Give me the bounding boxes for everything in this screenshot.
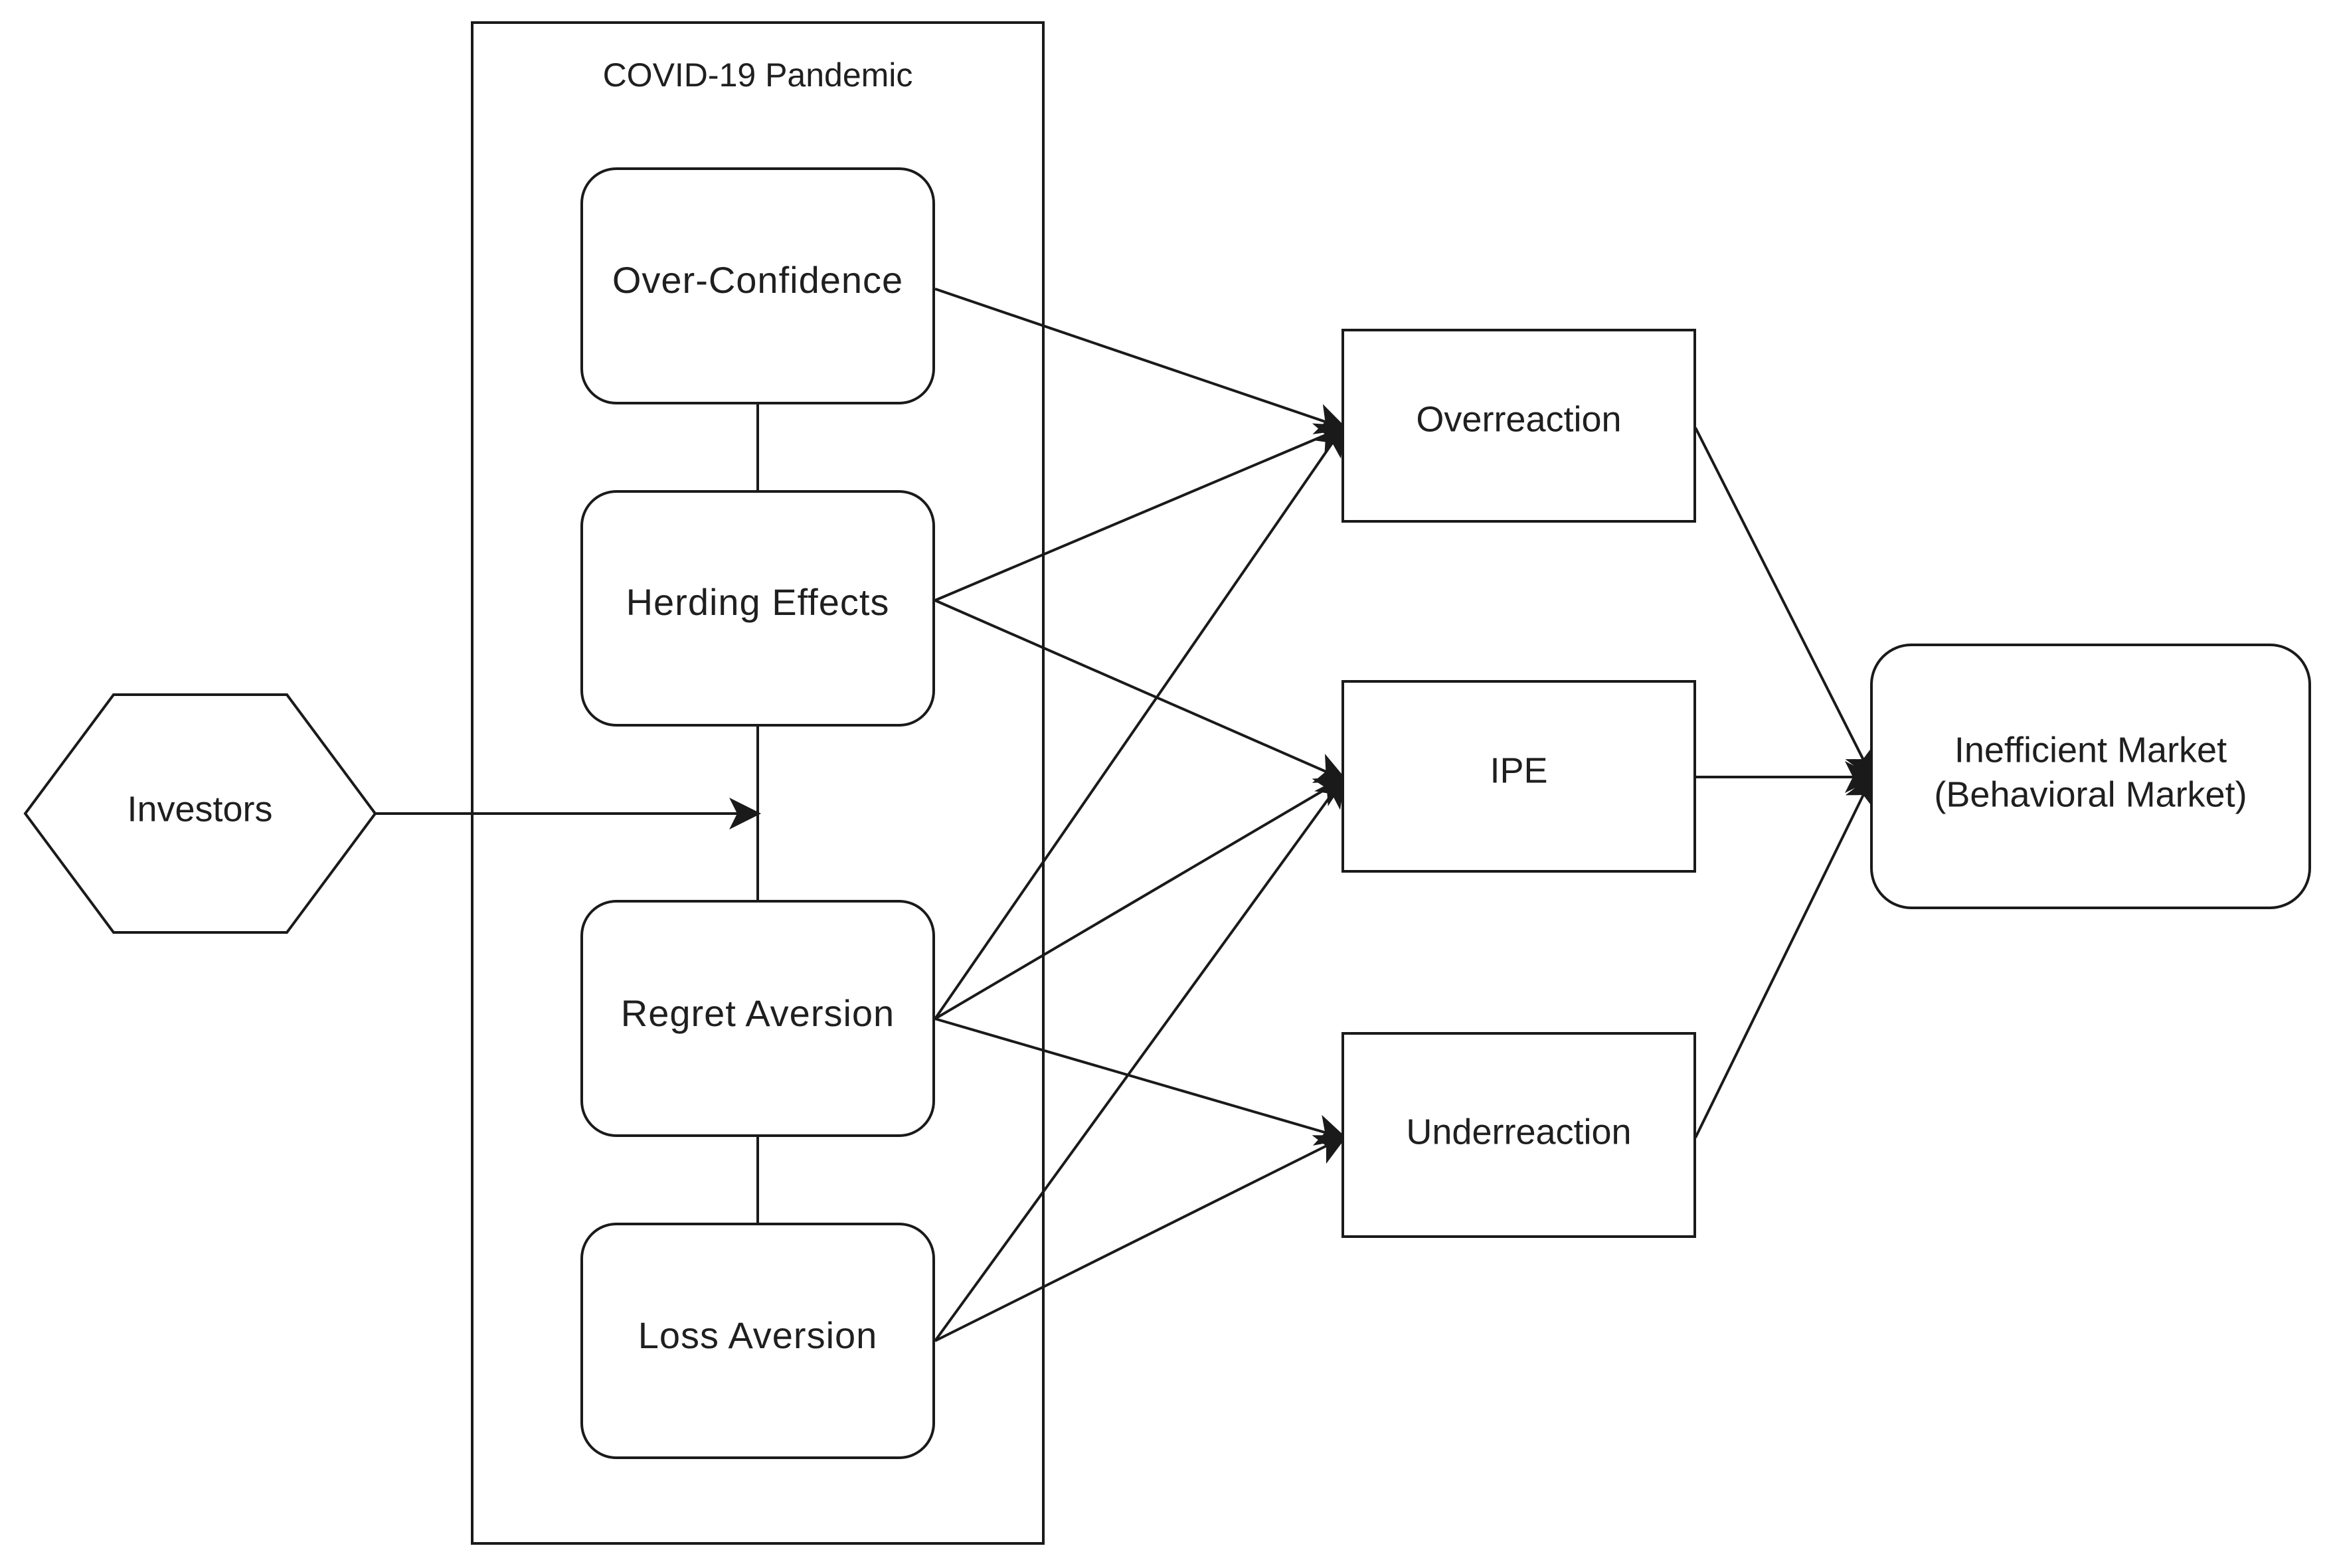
edge-regret-to-underreaction xyxy=(934,1017,1348,1146)
reaction-to-market-edges xyxy=(1694,427,1877,1138)
underreaction-label: Underreaction xyxy=(1406,1112,1631,1152)
regret-aversion-label: Regret Aversion xyxy=(621,992,895,1034)
ipe-node: IPE xyxy=(1341,680,1696,873)
edge-regret-to-overreaction xyxy=(934,423,1346,1020)
ipe-label: IPE xyxy=(1490,750,1547,790)
inefficient-market-label-line1: Inefficient Market xyxy=(1954,730,2227,770)
overreaction-node: Overreaction xyxy=(1341,329,1696,523)
regret-aversion-node: Regret Aversion xyxy=(580,900,935,1137)
herding-effects-label: Herding Effects xyxy=(626,581,890,623)
loss-aversion-label: Loss Aversion xyxy=(638,1314,878,1356)
edge-loss-to-underreaction xyxy=(934,1135,1348,1342)
covid-pandemic-label: COVID-19 Pandemic xyxy=(603,56,913,94)
herding-effects-node: Herding Effects xyxy=(580,490,935,727)
edge-loss-to-ipe xyxy=(934,774,1346,1342)
loss-aversion-node: Loss Aversion xyxy=(580,1223,935,1459)
edge-herding-to-overreaction xyxy=(934,423,1348,602)
investors-node: Investors xyxy=(23,693,377,934)
edge-herding-to-ipe xyxy=(934,599,1348,783)
edge-overconfidence-to-overreaction xyxy=(934,288,1348,434)
underreaction-node: Underreaction xyxy=(1341,1032,1696,1238)
edge-regret-to-ipe xyxy=(934,776,1347,1020)
overreaction-label: Overreaction xyxy=(1416,399,1621,439)
inefficient-market-label-line2: (Behavioral Market) xyxy=(1934,774,2247,814)
over-confidence-node: Over-Confidence xyxy=(580,167,935,404)
over-confidence-label: Over-Confidence xyxy=(612,259,903,301)
edge-overreaction-to-market xyxy=(1694,427,1874,781)
bias-to-reaction-edges xyxy=(934,288,1348,1342)
investors-label: Investors xyxy=(127,789,272,829)
inefficient-market-node: Inefficient Market (Behavioral Market) xyxy=(1870,644,2311,909)
edge-underreaction-to-market xyxy=(1694,773,1874,1138)
